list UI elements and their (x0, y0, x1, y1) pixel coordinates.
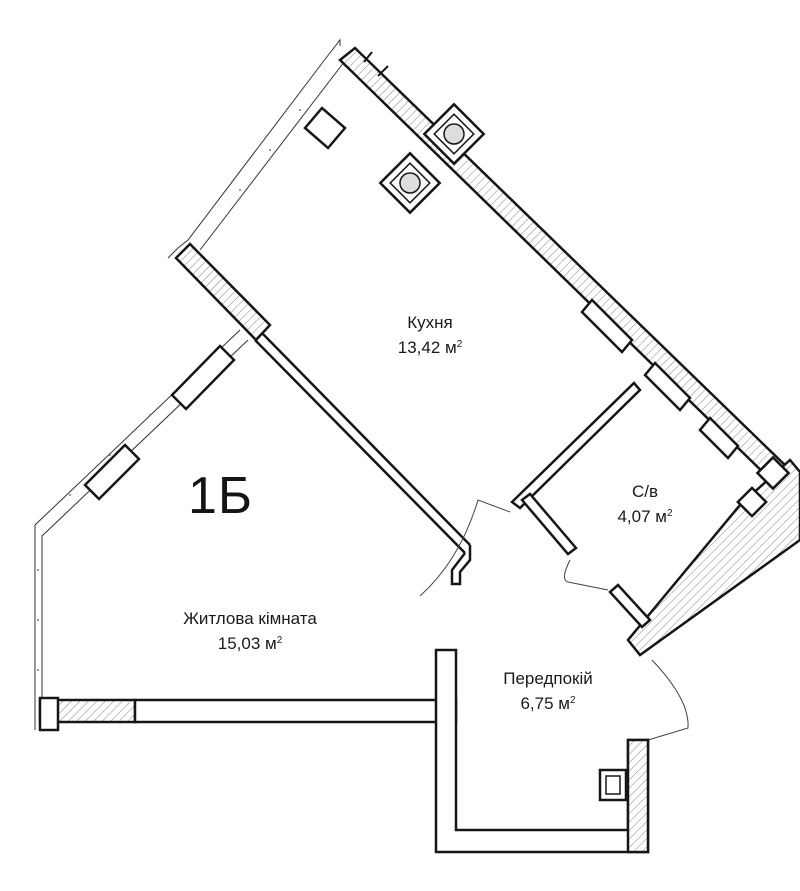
exterior-wall-ne (338, 46, 792, 486)
windows-ne (580, 298, 740, 460)
partition-kitchen-living (254, 332, 472, 586)
room-label-living: Житлова кімната 15,03 м2 (140, 608, 360, 655)
room-name: С/в (631, 482, 659, 501)
door-swings (419, 499, 689, 741)
kitchen-west-wall (174, 106, 347, 342)
room-area: 6,75 м2 (520, 694, 576, 713)
living-south-wall (38, 696, 458, 732)
hallway-walls (434, 648, 650, 854)
room-area: 13,42 м2 (397, 338, 463, 357)
room-name: Кухня (407, 313, 453, 332)
room-area: 4,07 м2 (617, 507, 673, 526)
room-name: Житлова кімната (183, 609, 317, 628)
room-label-kitchen: Кухня 13,42 м2 (370, 312, 490, 359)
room-name: Передпокій (503, 669, 593, 688)
ventilation-shafts (378, 102, 486, 215)
wall-end-ticks (363, 51, 389, 77)
windows-living (83, 344, 236, 501)
bathroom-partitions (510, 381, 652, 629)
room-label-hall: Передпокій 6,75 м2 (478, 668, 618, 715)
room-label-bathroom: С/в 4,07 м2 (590, 481, 700, 528)
exterior-wall-se (626, 455, 800, 657)
room-area: 15,03 м2 (217, 634, 283, 653)
balcony-dots (37, 109, 301, 671)
apartment-type-label: 1Б (188, 467, 254, 525)
